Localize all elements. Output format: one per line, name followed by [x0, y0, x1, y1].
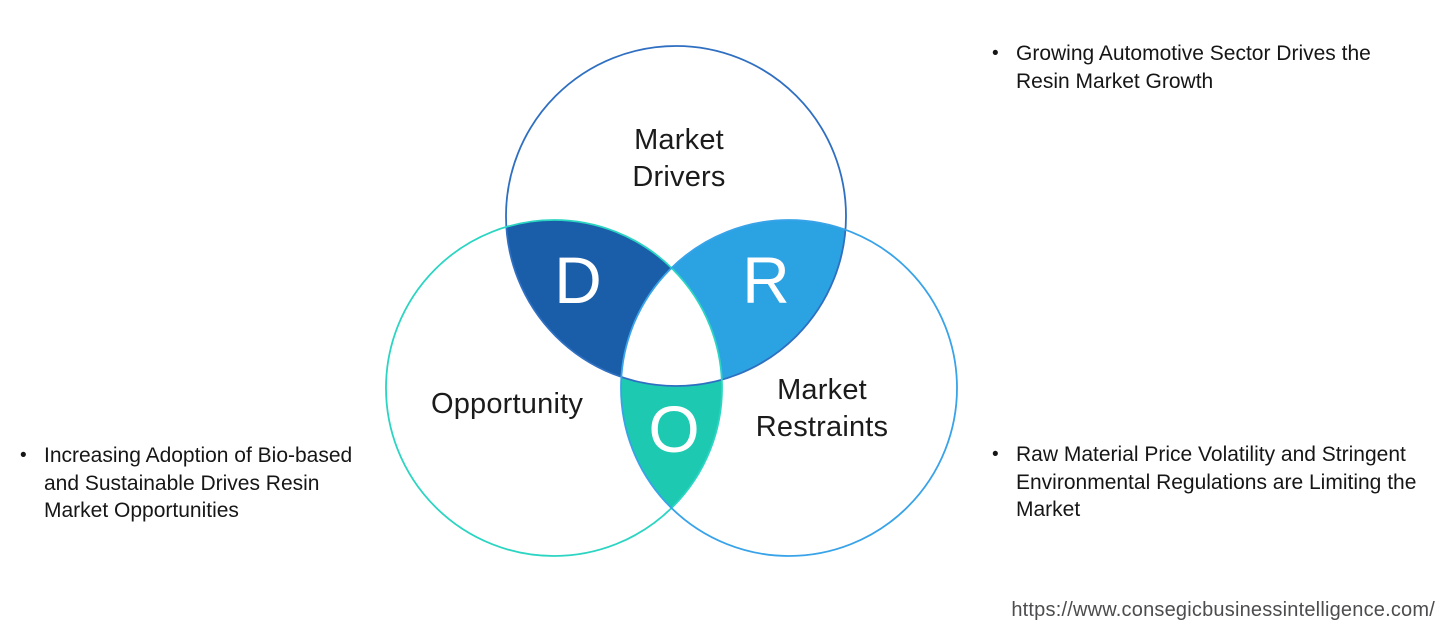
restraints-circle-outline: [620, 219, 958, 557]
bullet-icon: •: [992, 444, 999, 465]
letter-d: D: [554, 243, 602, 317]
source-url: https://www.consegicbusinessintelligence…: [1011, 599, 1435, 621]
bullet-icon: •: [20, 445, 27, 466]
label-market-restraints: Market Restraints: [755, 374, 889, 443]
bullet-restraint-text: Raw Material Price Volatility and String…: [1016, 443, 1417, 521]
label-market-drivers: Market Drivers: [632, 124, 726, 193]
bullet-restraint-item: • Raw Material Price Volatility and Stri…: [992, 441, 1434, 524]
bullet-driver-text: Growing Automotive Sector Drives the Res…: [1016, 42, 1371, 93]
bullet-driver-item: • Growing Automotive Sector Drives the R…: [992, 40, 1412, 95]
letter-o: O: [648, 392, 700, 466]
label-opportunity: Opportunity: [430, 388, 584, 420]
bullet-opportunity-text: Increasing Adoption of Bio-based and Sus…: [44, 444, 353, 522]
letter-r: R: [742, 243, 790, 317]
bullet-opportunity-item: • Increasing Adoption of Bio-based and S…: [20, 442, 372, 525]
drivers-circle-outline: [505, 45, 847, 387]
bullet-icon: •: [992, 43, 999, 64]
opportunity-circle-outline: [385, 219, 723, 557]
